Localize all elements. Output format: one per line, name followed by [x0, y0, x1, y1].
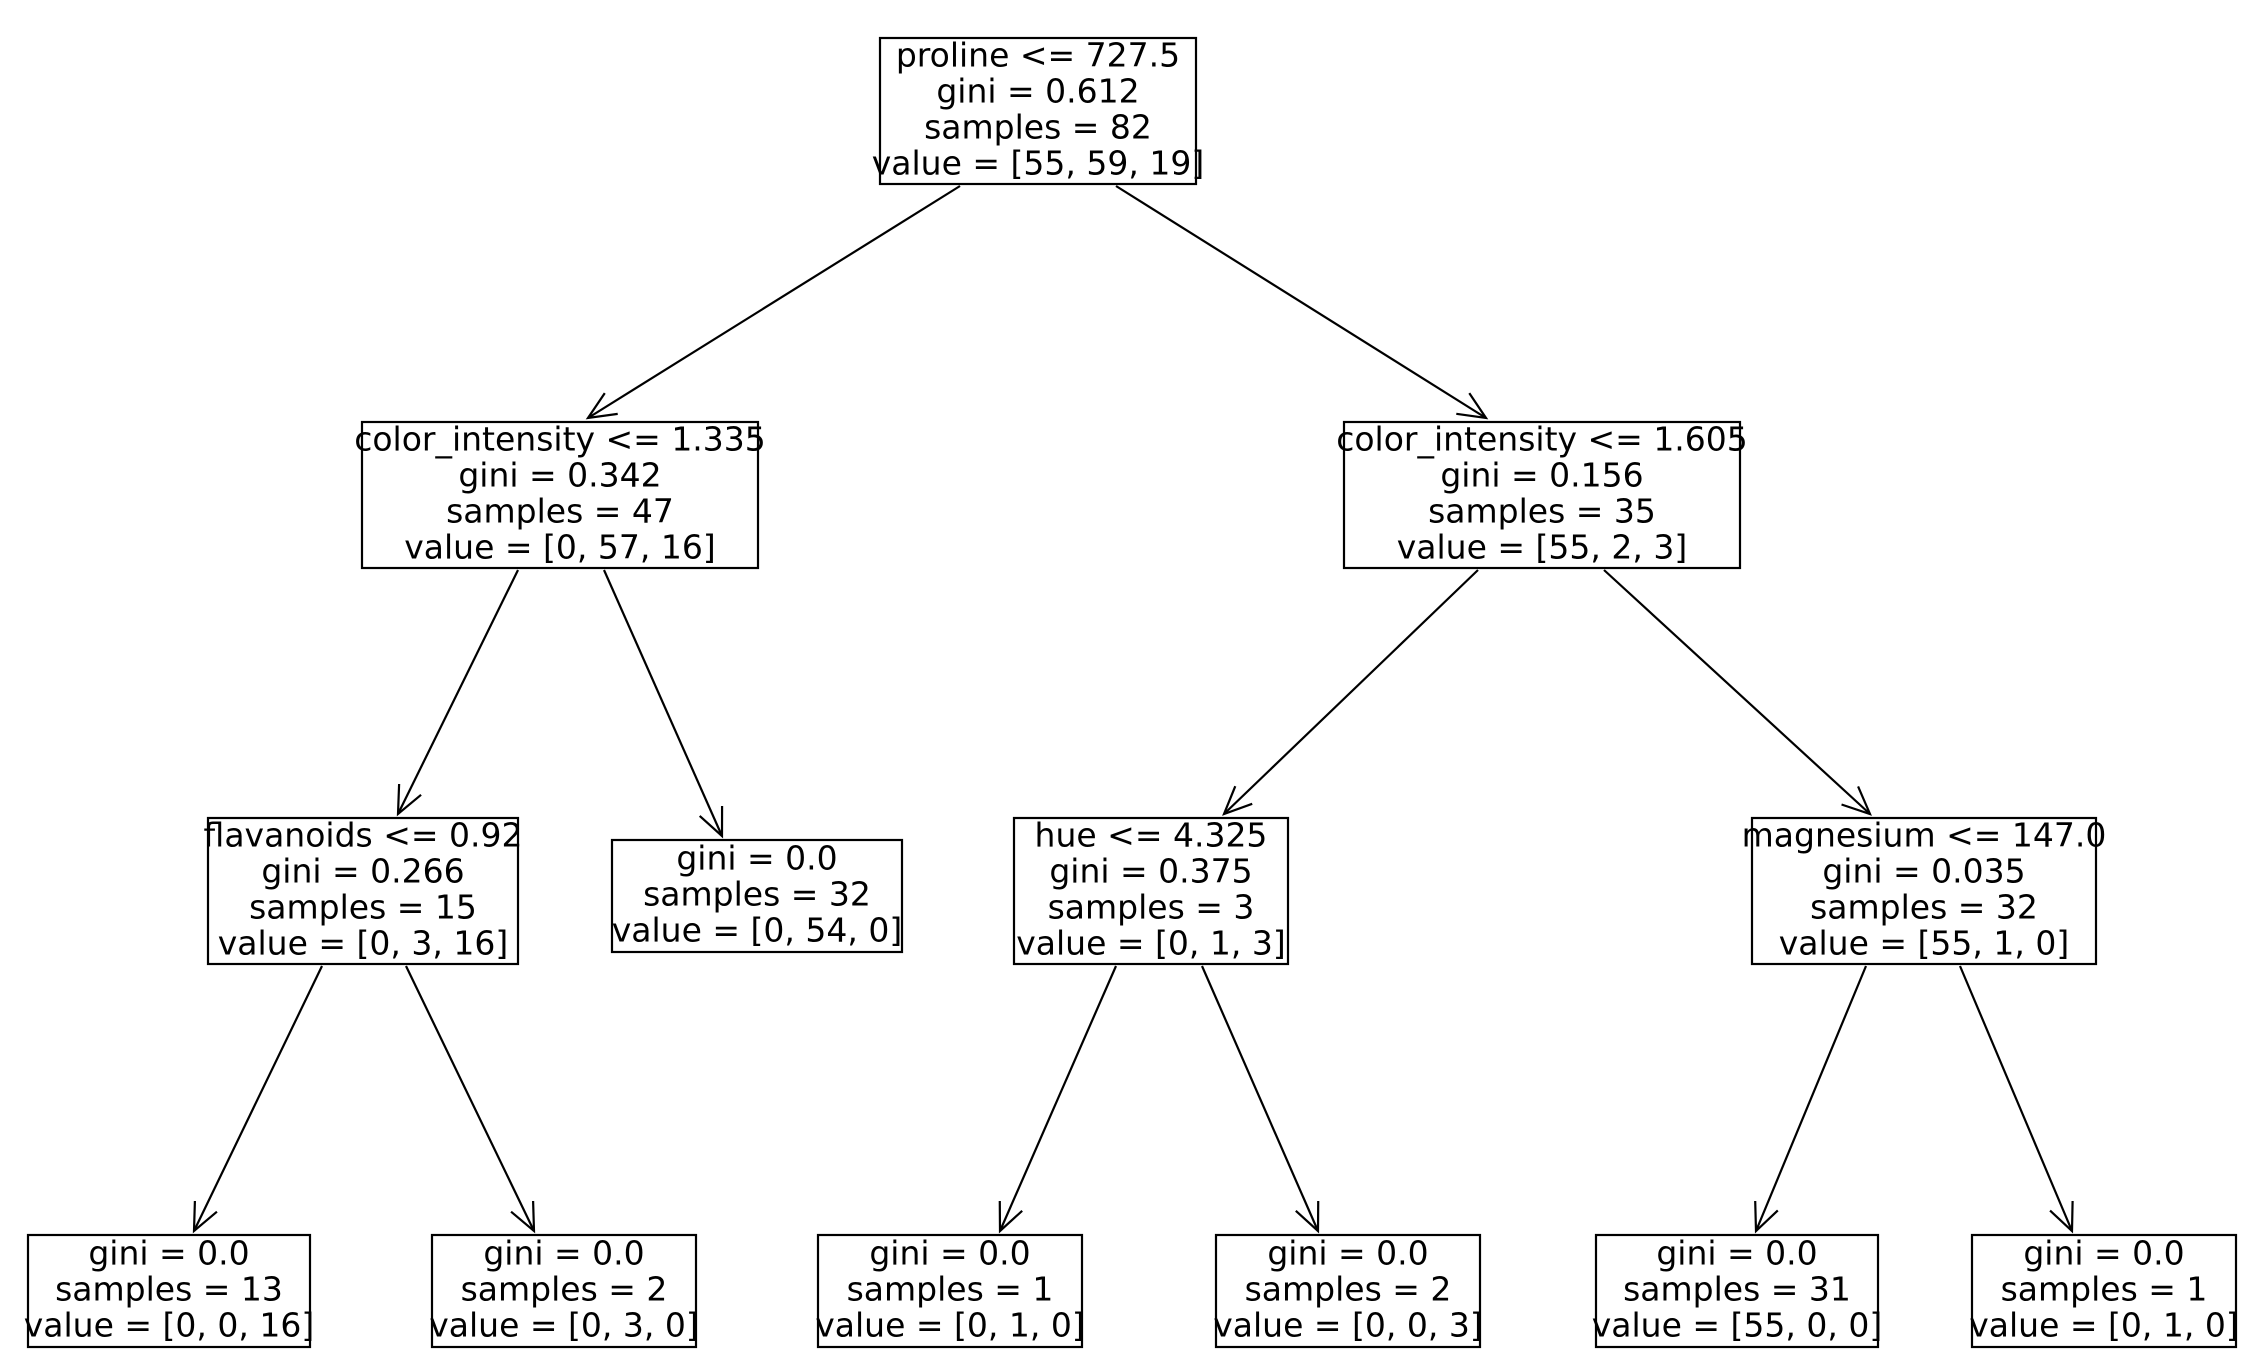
tree-node-line: value = [0, 1, 3] — [1016, 924, 1285, 963]
edge-layer — [192, 185, 2074, 1234]
tree-node-line: proline <= 727.5 — [896, 36, 1180, 75]
tree-node-line: gini = 0.156 — [1440, 456, 1643, 495]
tree-node-line: samples = 32 — [643, 875, 871, 914]
tree-node-line: samples = 82 — [924, 108, 1152, 147]
tree-node-line: value = [0, 1, 0] — [1969, 1306, 2238, 1345]
tree-node-line: gini = 0.0 — [676, 839, 837, 878]
tree-edge — [396, 569, 519, 817]
tree-node-line: color_intensity <= 1.335 — [354, 420, 766, 459]
tree-node-line: samples = 1 — [2001, 1270, 2208, 1309]
tree-node-line: samples = 2 — [1245, 1270, 1452, 1309]
tree-edge — [1958, 965, 2074, 1234]
tree-node-line: gini = 0.0 — [2023, 1234, 2184, 1273]
tree-node-line: value = [0, 0, 3] — [1213, 1306, 1482, 1345]
tree-node-line: gini = 0.035 — [1822, 852, 2025, 891]
tree-node-line: gini = 0.266 — [261, 852, 464, 891]
tree-edge — [1754, 965, 1868, 1234]
tree-edge — [1200, 965, 1320, 1234]
tree-node-line: samples = 47 — [446, 492, 674, 531]
tree-node-line: gini = 0.375 — [1049, 852, 1252, 891]
tree-node-line: gini = 0.0 — [869, 1234, 1030, 1273]
tree-node-line: samples = 32 — [1810, 888, 2038, 927]
tree-node-line: samples = 1 — [847, 1270, 1054, 1309]
tree-edge — [602, 569, 724, 839]
tree-node-line: samples = 35 — [1428, 492, 1656, 531]
tree-node-line: value = [0, 3, 16] — [218, 924, 508, 963]
tree-edge — [1603, 569, 1872, 816]
tree-edge — [998, 965, 1118, 1234]
tree-edge — [192, 965, 323, 1234]
tree-node-line: samples = 2 — [461, 1270, 668, 1309]
tree-node-line: magnesium <= 147.0 — [1742, 816, 2107, 855]
tree-node-line: value = [55, 2, 3] — [1397, 528, 1687, 567]
tree-node-line: value = [55, 0, 0] — [1592, 1306, 1882, 1345]
tree-node-line: value = [55, 1, 0] — [1779, 924, 2069, 963]
tree-node-line: value = [0, 57, 16] — [404, 528, 715, 567]
tree-node-line: gini = 0.0 — [483, 1234, 644, 1273]
tree-edge — [405, 965, 536, 1234]
tree-node-line: samples = 31 — [1623, 1270, 1851, 1309]
tree-node-line: gini = 0.612 — [936, 72, 1139, 111]
tree-edge — [1115, 185, 1489, 420]
tree-node-line: hue <= 4.325 — [1035, 816, 1268, 855]
tree-node-line: value = [55, 59, 19] — [872, 144, 1204, 183]
tree-node-line: samples = 3 — [1048, 888, 1255, 927]
tree-node-line: value = [0, 3, 0] — [429, 1306, 698, 1345]
tree-node-line: gini = 0.0 — [88, 1234, 249, 1273]
tree-node-line: flavanoids <= 0.92 — [204, 816, 523, 855]
tree-node-line: gini = 0.0 — [1656, 1234, 1817, 1273]
tree-node-line: samples = 15 — [249, 888, 477, 927]
tree-node-line: value = [0, 0, 16] — [24, 1306, 314, 1345]
tree-node-line: gini = 0.342 — [458, 456, 661, 495]
tree-edge — [585, 185, 961, 420]
tree-node-line: color_intensity <= 1.605 — [1336, 420, 1748, 459]
tree-node-line: value = [0, 1, 0] — [815, 1306, 1084, 1345]
tree-node-line: samples = 13 — [55, 1270, 283, 1309]
tree-node-line: gini = 0.0 — [1267, 1234, 1428, 1273]
tree-node-line: value = [0, 54, 0] — [612, 911, 902, 950]
tree-edge — [1222, 569, 1479, 816]
